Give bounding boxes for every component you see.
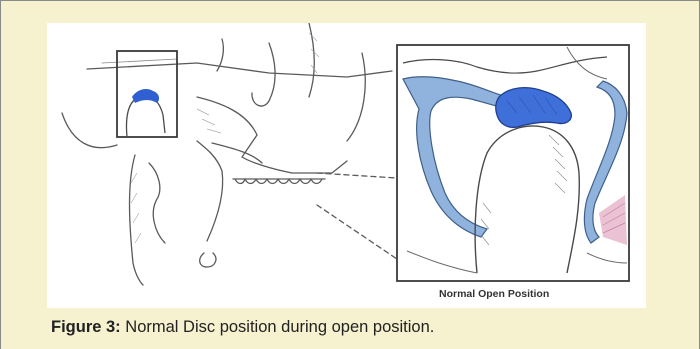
- figure-illustration: Normal Open Position: [47, 23, 646, 308]
- inset-panel: Normal Open Position: [397, 45, 629, 300]
- figure-number: Figure 3:: [51, 318, 121, 336]
- figure-caption: Figure 3: Normal Disc position during op…: [51, 318, 434, 337]
- skull-sketch: [62, 23, 397, 285]
- condyle-outline: [127, 96, 166, 137]
- disc-small: [132, 89, 159, 103]
- inset-label: Normal Open Position: [439, 288, 549, 300]
- figure-caption-text: Normal Disc position during open positio…: [125, 318, 434, 336]
